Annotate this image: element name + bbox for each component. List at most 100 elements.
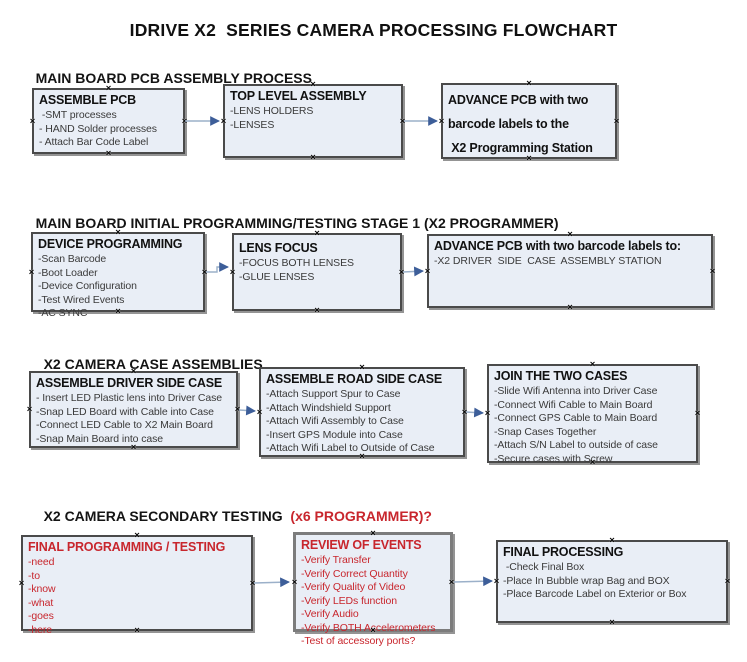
box-title: REVIEW OF EVENTS bbox=[301, 538, 422, 552]
flow-arrow bbox=[402, 266, 424, 277]
connection-handle-icon bbox=[612, 117, 621, 126]
connection-handle-icon bbox=[566, 303, 575, 312]
flow-box-advance-pcb-case-assembly: ADVANCE PCB with two barcode labels to: … bbox=[427, 234, 713, 308]
flow-box-review-of-events: REVIEW OF EVENTS -Verify Transfer -Verify… bbox=[290, 532, 456, 647]
connection-handle-icon bbox=[309, 153, 318, 162]
box-items: -LENS HOLDERS-LENSES bbox=[230, 105, 396, 132]
connection-handle-icon bbox=[25, 405, 34, 414]
box-item: - Attach Bar Code Label bbox=[39, 136, 149, 148]
flow-box-device-programming: DEVICE PROGRAMMING -Scan Barcode-Boot Lo… bbox=[31, 232, 205, 319]
box-item: ADVANCE PCB with two bbox=[448, 93, 589, 107]
connection-handle-icon bbox=[397, 268, 406, 277]
box-title: ASSEMBLE DRIVER SIDE CASE bbox=[36, 376, 223, 390]
connection-handle-icon bbox=[398, 117, 407, 126]
section-header-text: X2 CAMERA SECONDARY TESTING bbox=[43, 508, 287, 524]
connection-handle-icon bbox=[248, 579, 257, 588]
box-item: -Snap Main Board into case bbox=[36, 432, 163, 445]
connection-handle-icon bbox=[693, 409, 702, 418]
box-item: -FOCUS BOTH LENSES bbox=[239, 257, 354, 269]
connection-handle-icon bbox=[27, 268, 36, 277]
box-item: -Verify Quality of Video bbox=[301, 581, 406, 593]
connection-handle-icon bbox=[255, 408, 264, 417]
connection-handle-icon bbox=[608, 618, 617, 627]
box-items: -Slide Wifi Antenna into Driver Case-Con… bbox=[494, 385, 691, 466]
box-items: -Check Final Box-Place In Bubble wrap Ba… bbox=[503, 561, 721, 602]
box-item: -here bbox=[28, 623, 53, 636]
box-item: -Verify Transfer bbox=[301, 554, 371, 566]
section-header-case-assemblies: X2 CAMERA CASE ASSEMBLIES bbox=[28, 340, 263, 388]
flow-box-lens-focus: LENS FOCUS -FOCUS BOTH LENSES-GLUE LENSE… bbox=[232, 233, 402, 311]
connection-handle-icon bbox=[104, 149, 113, 158]
box-item: -Device Configuration bbox=[38, 280, 137, 292]
box-item: -Scan Barcode bbox=[38, 253, 107, 265]
connection-handle-icon bbox=[525, 79, 534, 88]
box-title: TOP LEVEL ASSEMBLY bbox=[230, 89, 367, 103]
box-item: -Connect GPS Cable to Main Board bbox=[494, 412, 658, 424]
flow-box-final-processing: FINAL PROCESSING -Check Final Box-Place … bbox=[496, 540, 728, 623]
connection-handle-icon bbox=[708, 267, 717, 276]
box-title: JOIN THE TWO CASES bbox=[494, 369, 628, 383]
connection-handle-icon bbox=[460, 408, 469, 417]
section-header-text: MAIN BOARD PCB ASSEMBLY PROCESS bbox=[35, 70, 312, 86]
box-title: ADVANCE PCB with two barcode labels to: bbox=[434, 239, 681, 253]
connection-handle-icon bbox=[566, 230, 575, 239]
box-item: X2 Programming Station bbox=[448, 141, 593, 155]
box-item: -Attach S/N Label to outside of case bbox=[494, 439, 658, 451]
connection-handle-icon bbox=[290, 578, 299, 587]
box-title: DEVICE PROGRAMMING bbox=[38, 237, 183, 251]
connection-handle-icon bbox=[313, 306, 322, 315]
box-item: -what bbox=[28, 596, 54, 609]
box-item: -Verify LEDs function bbox=[301, 594, 397, 607]
connection-handle-icon bbox=[447, 578, 456, 587]
box-items: -FOCUS BOTH LENSES-GLUE LENSES bbox=[239, 257, 395, 284]
page-title: IDRIVE X2 SERIES CAMERA PROCESSING FLOWC… bbox=[129, 20, 618, 40]
box-item: -Place Barcode Label on Exterior or Box bbox=[503, 588, 687, 600]
flow-box-assemble-road-side-case: ASSEMBLE ROAD SIDE CASE -Attach Support … bbox=[259, 367, 465, 457]
connection-handle-icon bbox=[492, 577, 501, 586]
box-item: -Place In Bubble wrap Bag and BOX bbox=[503, 574, 670, 587]
connection-handle-icon bbox=[608, 536, 617, 545]
box-item: -goes bbox=[28, 610, 54, 622]
box-item: -AC SYNC bbox=[38, 307, 88, 319]
box-item: -Attach Support Spur to Case bbox=[266, 388, 401, 400]
box-item: -Attach Wifi Label to Outside of Case bbox=[266, 442, 435, 454]
box-item: -need bbox=[28, 556, 55, 568]
box-item: -GLUE LENSES bbox=[239, 270, 315, 283]
box-item: -know bbox=[28, 583, 56, 595]
connection-handle-icon bbox=[180, 117, 189, 126]
section-header-initial-programming: MAIN BOARD INITIAL PROGRAMMING/TESTING S… bbox=[20, 199, 559, 247]
box-item: -LENSES bbox=[230, 118, 275, 131]
box-item: -Check Final Box bbox=[503, 561, 585, 573]
box-title: FINAL PROCESSING bbox=[503, 545, 624, 559]
box-items: - Insert LED Plastic lens into Driver Ca… bbox=[36, 392, 231, 446]
box-items: -Scan Barcode-Boot Loader-Device Configu… bbox=[38, 253, 198, 321]
section-header-text: MAIN BOARD INITIAL PROGRAMMING/TESTING S… bbox=[35, 215, 559, 231]
section-header-secondary-testing: X2 CAMERA SECONDARY TESTING (x6 PROGRAMM… bbox=[28, 492, 432, 540]
flow-arrow bbox=[206, 262, 229, 273]
connection-handle-icon bbox=[723, 577, 732, 586]
flow-box-final-programming-testing: FINAL PROGRAMMING / TESTING -need-to-kno… bbox=[21, 535, 253, 636]
connection-handle-icon bbox=[17, 579, 26, 588]
box-item: -Connect Wifi Cable to Main Board bbox=[494, 398, 653, 411]
flow-arrow bbox=[253, 577, 290, 588]
connection-handle-icon bbox=[233, 405, 242, 414]
box-title: FINAL PROGRAMMING / TESTING bbox=[28, 540, 226, 554]
box-item: -SMT processes bbox=[39, 109, 117, 121]
box-item: -Connect LED Cable to X2 Main Board bbox=[36, 419, 213, 431]
box-title: ASSEMBLE PCB bbox=[39, 93, 136, 107]
box-item: -Insert GPS Module into Case bbox=[266, 428, 403, 441]
flow-box-join-the-two-cases: JOIN THE TWO CASES -Slide Wifi Antenna i… bbox=[487, 364, 698, 466]
box-item: -X2 DRIVER SIDE CASE ASSEMBLY STATION bbox=[434, 255, 662, 267]
section-header-text: X2 CAMERA CASE ASSEMBLIES bbox=[43, 356, 263, 372]
connection-handle-icon bbox=[588, 360, 597, 369]
box-item: -Test of accessory ports? bbox=[301, 635, 416, 647]
box-item: -Verify Audio bbox=[301, 608, 359, 620]
box-title: LENS FOCUS bbox=[239, 241, 318, 255]
box-item: -LENS HOLDERS bbox=[230, 105, 314, 117]
connection-handle-icon bbox=[28, 117, 37, 126]
box-items: -X2 DRIVER SIDE CASE ASSEMBLY STATION bbox=[434, 255, 706, 269]
box-item: - HAND Solder processes bbox=[39, 122, 157, 135]
